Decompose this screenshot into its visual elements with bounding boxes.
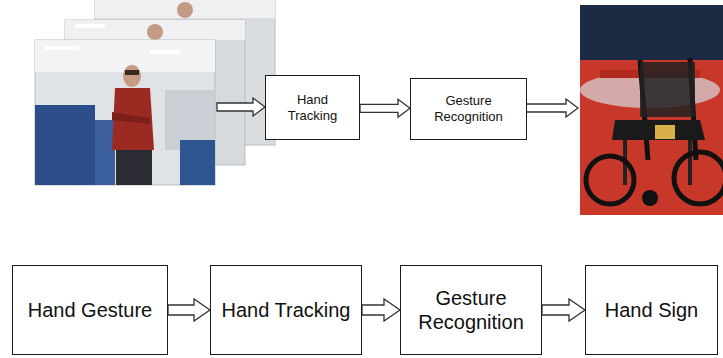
- hollow-arrow: [168, 299, 210, 321]
- box-label: Gesture Recognition: [417, 93, 520, 124]
- hollow-arrow: [360, 99, 410, 117]
- hollow-arrow: [217, 98, 265, 116]
- hollow-arrow: [362, 299, 400, 321]
- hollow-arrow: [542, 299, 585, 321]
- box-label: Hand Tracking: [222, 298, 351, 322]
- box-label: Gesture Recognition: [411, 286, 531, 334]
- process-box: Gesture Recognition: [410, 78, 527, 140]
- wheelchair-photo: [580, 5, 723, 215]
- box-label: Hand Tracking: [272, 92, 353, 123]
- process-box: Hand Tracking: [210, 265, 362, 355]
- process-box: Gesture Recognition: [400, 265, 542, 355]
- hollow-arrow: [526, 99, 578, 117]
- box-label: Hand Sign: [605, 298, 698, 322]
- video-frame-front: [35, 40, 215, 185]
- process-box: Hand Sign: [585, 265, 718, 355]
- process-box: Hand Tracking: [265, 75, 360, 140]
- process-box: Hand Gesture: [12, 265, 168, 355]
- box-label: Hand Gesture: [28, 298, 153, 322]
